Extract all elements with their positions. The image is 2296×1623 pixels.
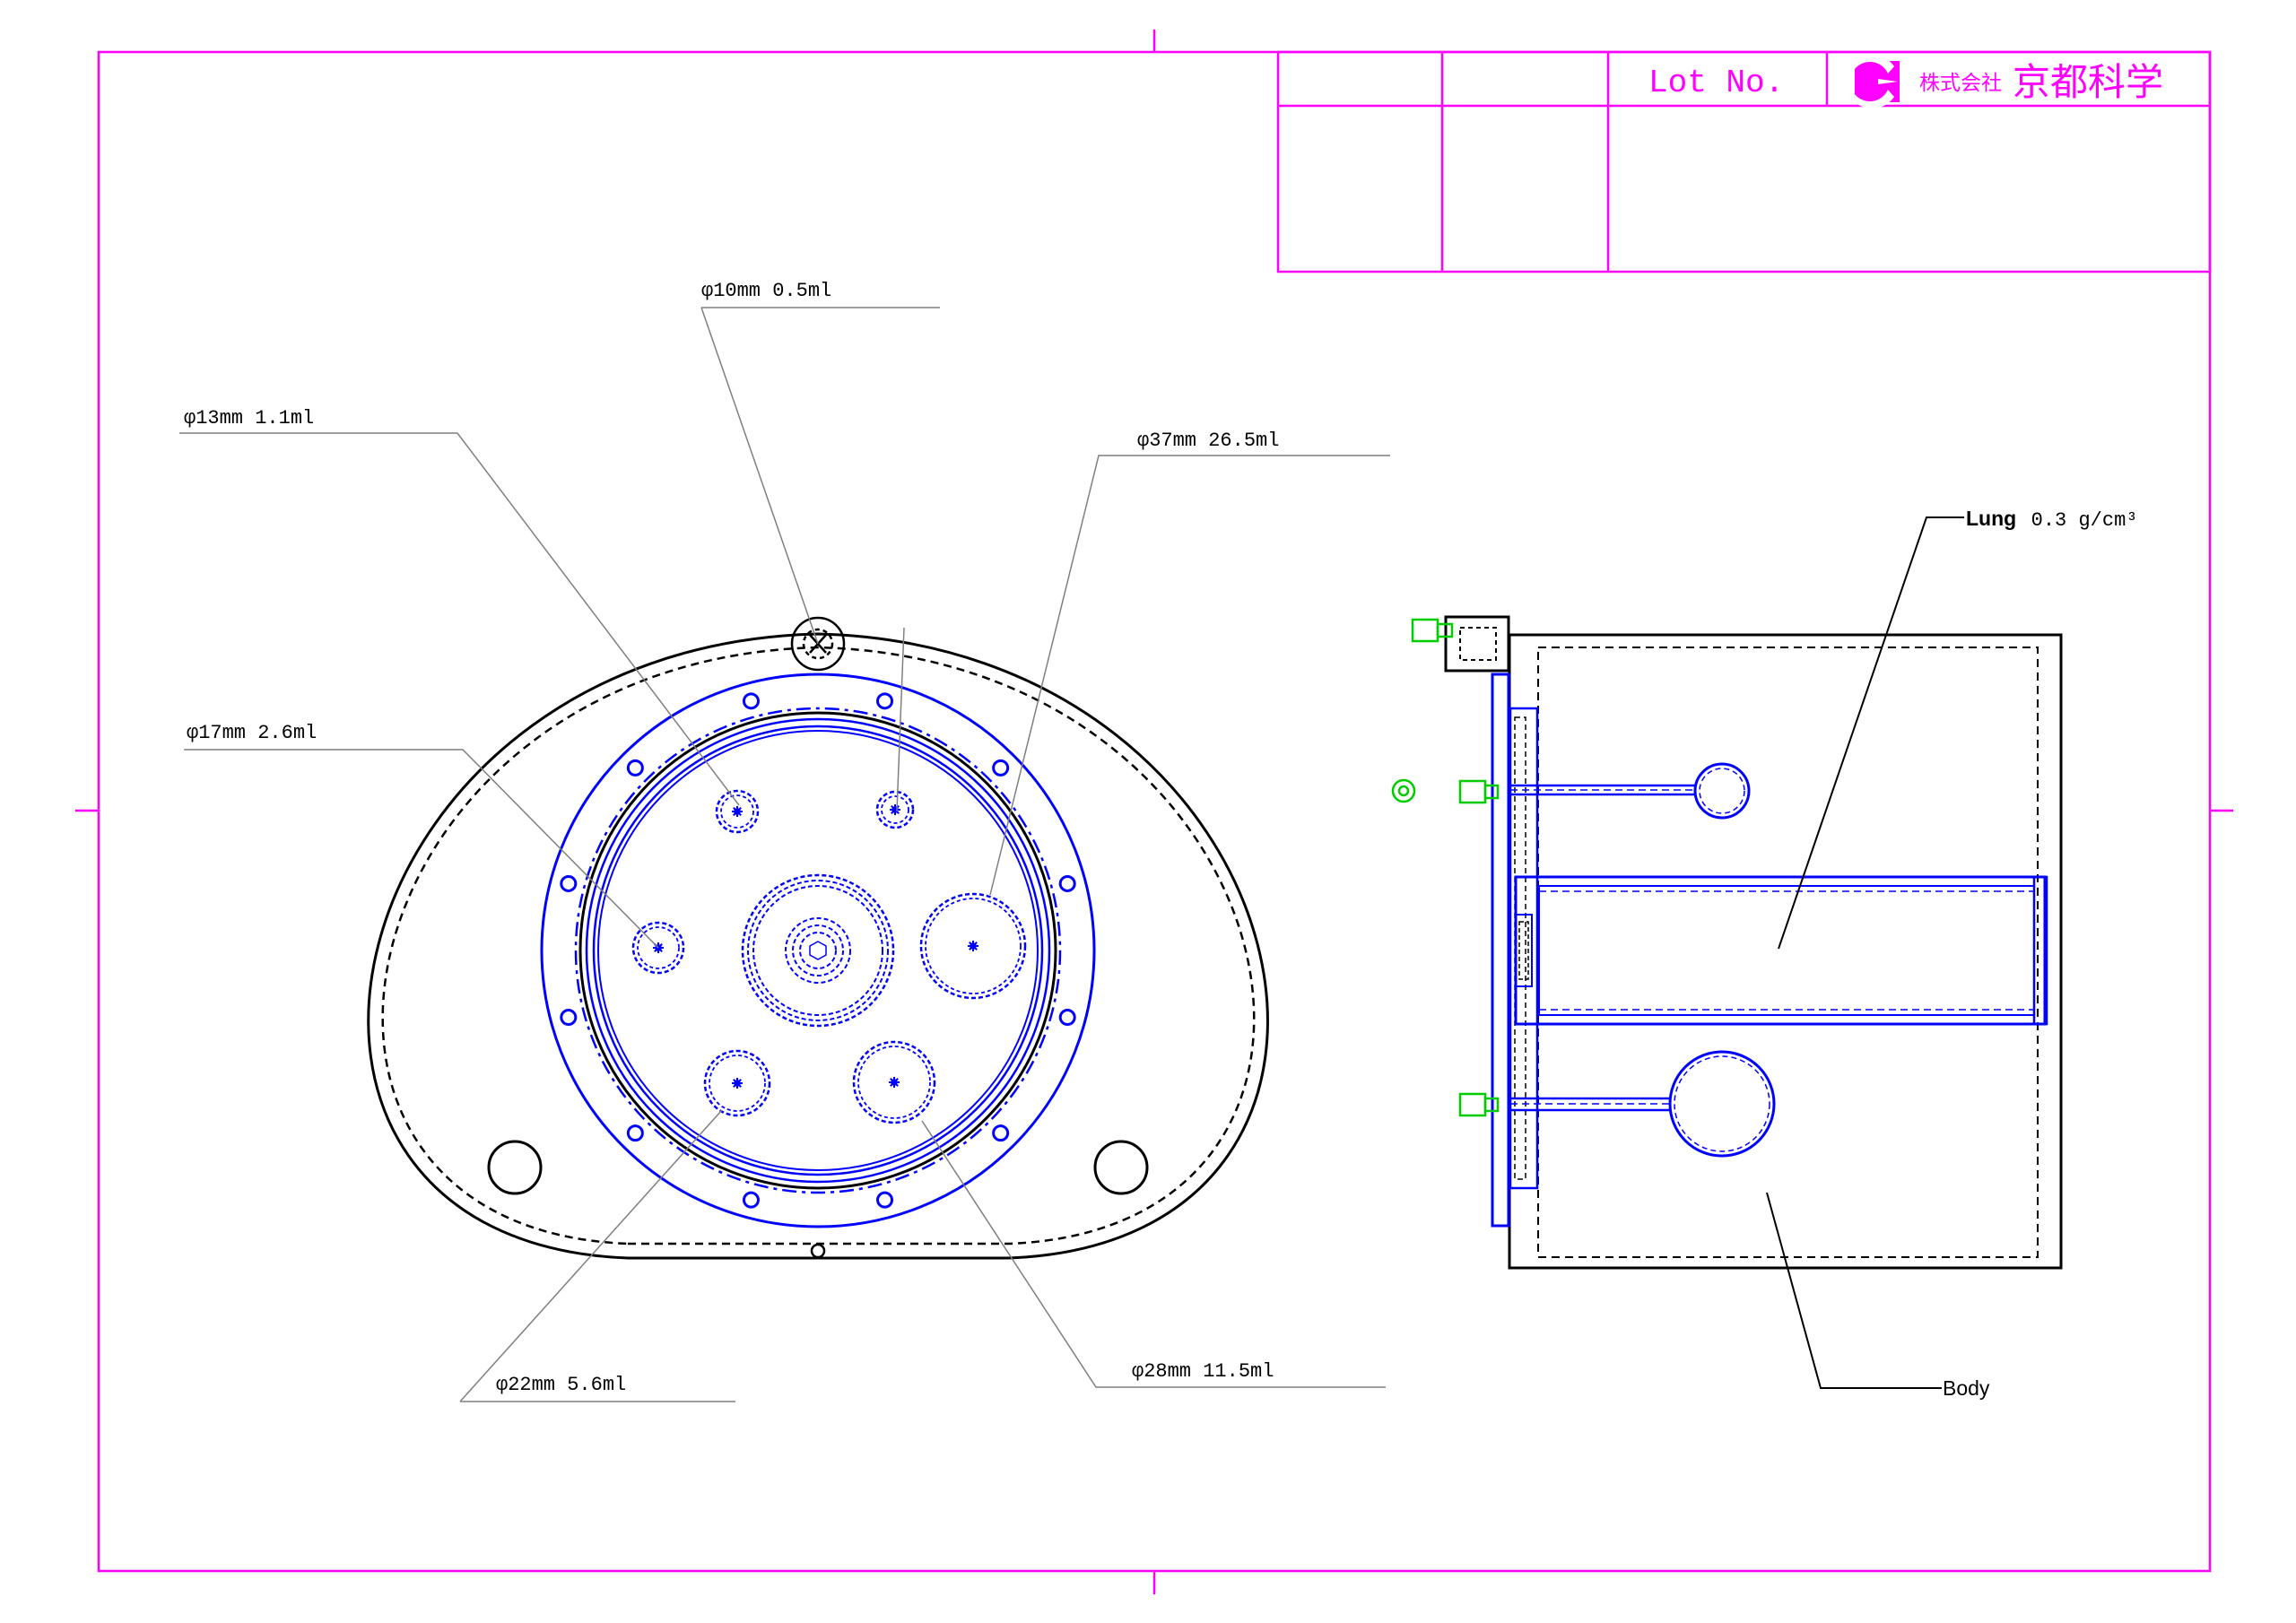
body-inner-dashed xyxy=(381,646,1256,1245)
bolt-hole-icon xyxy=(626,1124,644,1142)
bolt-hole-icon xyxy=(742,1191,760,1209)
label-sphere-22mm: φ22mm 5.6ml xyxy=(496,1374,626,1396)
flange-bolt-holes xyxy=(560,692,1076,1209)
bolt-hole-icon xyxy=(992,1124,1010,1142)
green-connectors xyxy=(1391,618,1500,1117)
side-body-inner-dashed xyxy=(1537,647,2039,1258)
company-prefix: 株式会社 xyxy=(1919,72,2002,95)
central-insert xyxy=(741,873,895,1028)
bolt-hole-icon xyxy=(626,759,644,777)
sphere-inserts xyxy=(631,789,1027,1124)
label-sphere-10mm: φ10mm 0.5ml xyxy=(701,280,831,302)
lower-sphere-rod xyxy=(1510,1050,1776,1158)
bolt-hole-icon xyxy=(1058,1009,1076,1027)
company-name: 京都科学 xyxy=(2013,60,2163,104)
leader-lines xyxy=(179,307,1390,1402)
label-sphere-13mm: φ13mm 1.1ml xyxy=(184,407,314,430)
sphere-22mm xyxy=(703,1049,771,1117)
side-view: Lung 0.3 g/cm³ Body xyxy=(1391,507,2137,1400)
upper-sphere-rod xyxy=(1510,762,1751,820)
lung-insert-cylinder xyxy=(1514,875,2048,1026)
bolt-hole-icon xyxy=(876,692,894,710)
lung-name: Lung xyxy=(1966,507,2016,530)
front-view: φ10mm 0.5ml φ13mm 1.1ml φ37mm 26.5ml φ17… xyxy=(179,280,1390,1402)
label-sphere-17mm: φ17mm 2.6ml xyxy=(187,722,317,744)
side-filler-block xyxy=(1444,615,1510,673)
label-sphere-37mm: φ37mm 26.5ml xyxy=(1137,430,1279,452)
body-label: Body xyxy=(1943,1376,1990,1400)
side-leader-lines xyxy=(1766,516,1964,1389)
insert-flange xyxy=(540,673,1096,1228)
sphere-10mm xyxy=(875,790,915,829)
bolt-hole-icon xyxy=(992,759,1010,777)
lot-number-label: Lot No. xyxy=(1648,65,1784,101)
body-outline xyxy=(367,632,1269,1260)
bolt-hole-icon xyxy=(742,692,760,710)
side-lid-plate xyxy=(1491,673,1539,1228)
mounting-hole-right xyxy=(1093,1140,1149,1195)
company-logo xyxy=(1845,55,1900,108)
lung-density: 0.3 g/cm³ xyxy=(2031,509,2138,532)
sphere-28mm xyxy=(852,1040,936,1124)
sphere-13mm xyxy=(715,789,760,834)
bolt-hole-icon xyxy=(560,874,578,892)
bolt-hole-icon xyxy=(1058,874,1076,892)
lung-label: Lung 0.3 g/cm³ xyxy=(1966,507,2137,532)
bottom-pin-hole xyxy=(810,1243,826,1259)
sphere-37mm xyxy=(919,892,1027,1000)
label-sphere-28mm: φ28mm 11.5ml xyxy=(1132,1360,1274,1383)
side-body-outline xyxy=(1508,633,2063,1270)
title-block xyxy=(1276,50,2212,273)
mounting-hole-left xyxy=(487,1140,543,1195)
bolt-hole-icon xyxy=(876,1191,894,1209)
bolt-hole-icon xyxy=(560,1009,578,1027)
sheet-frame xyxy=(75,30,2233,1594)
